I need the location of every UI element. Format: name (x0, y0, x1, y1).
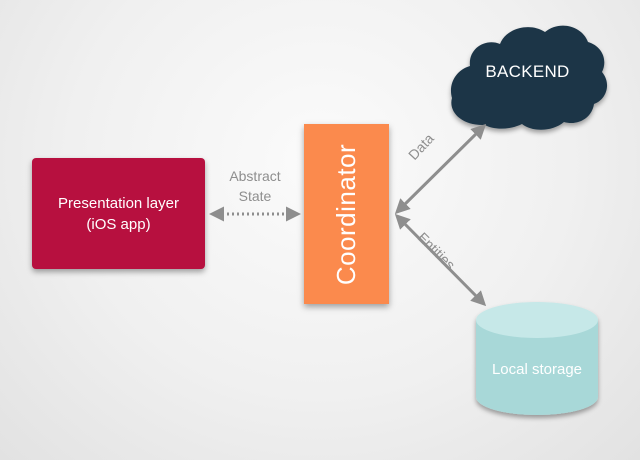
abstract-state-label-line1: Abstract (229, 168, 281, 184)
entities-arrow (394, 213, 487, 307)
abstract-state-label: Abstract State (210, 166, 300, 206)
backend-label: BACKEND (485, 62, 570, 81)
presentation-layer-title: Presentation layer (58, 194, 179, 212)
local-storage-label: Local storage (491, 361, 583, 378)
presentation-layer-node: Presentation layer (iOS app) (32, 158, 205, 269)
local-storage-cylinder-shape (476, 302, 598, 415)
backend-cloud-shape (450, 25, 608, 130)
presentation-layer-subtitle: (iOS app) (86, 215, 151, 233)
coordinator-node: Coordinator (304, 124, 389, 304)
data-arrow (394, 123, 487, 215)
abstract-state-label-line2: State (238, 188, 272, 204)
coordinator-label: Coordinator (331, 143, 362, 285)
